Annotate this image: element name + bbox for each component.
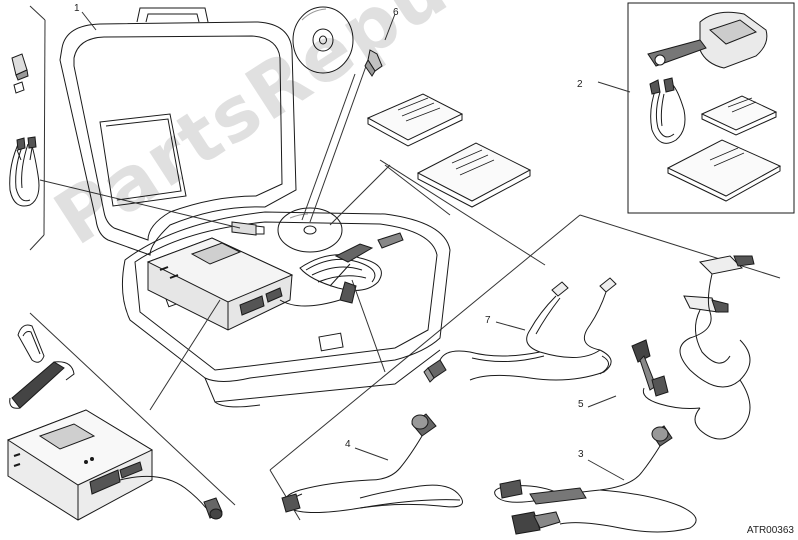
- reference-code: ATR00363: [746, 525, 794, 536]
- carabiner: [17, 324, 45, 363]
- usb-in-case: [231, 221, 265, 236]
- cables-in-case: [279, 232, 404, 307]
- callout-2: 2: [577, 79, 583, 90]
- usb-stick-left: [11, 53, 29, 94]
- callout-6: 6: [393, 7, 399, 18]
- diagnostic-unit: [6, 409, 223, 521]
- diagnostic-unit-in-case: [146, 237, 294, 331]
- usb-stick-6: [364, 49, 383, 77]
- callout-1: 1: [74, 3, 80, 14]
- cable-item-7: [423, 277, 617, 383]
- callout-7: 7: [485, 315, 491, 326]
- manual-small: [366, 93, 464, 147]
- section-divider-lines: [29, 5, 781, 521]
- kit2-manual-large: [666, 139, 782, 202]
- clamp-cable-item-5: [631, 255, 755, 440]
- cd-disc: [292, 6, 354, 74]
- strap: [9, 361, 75, 409]
- callout-5: 5: [578, 399, 584, 410]
- cable-item-3: [494, 425, 697, 535]
- leader-lines: [39, 11, 631, 481]
- cable-item-4: [281, 413, 463, 514]
- cd-in-case: [277, 207, 343, 253]
- kit2-cable: [649, 77, 686, 144]
- kit-frame-2: [627, 2, 795, 214]
- carrying-case: [59, 7, 451, 408]
- callout-4: 4: [345, 439, 351, 450]
- callout-3: 3: [578, 449, 584, 460]
- usb-cable-left: [9, 136, 40, 207]
- manual-large: [416, 142, 532, 208]
- kit2-manual-small: [700, 95, 778, 136]
- kit2-device: [647, 11, 768, 69]
